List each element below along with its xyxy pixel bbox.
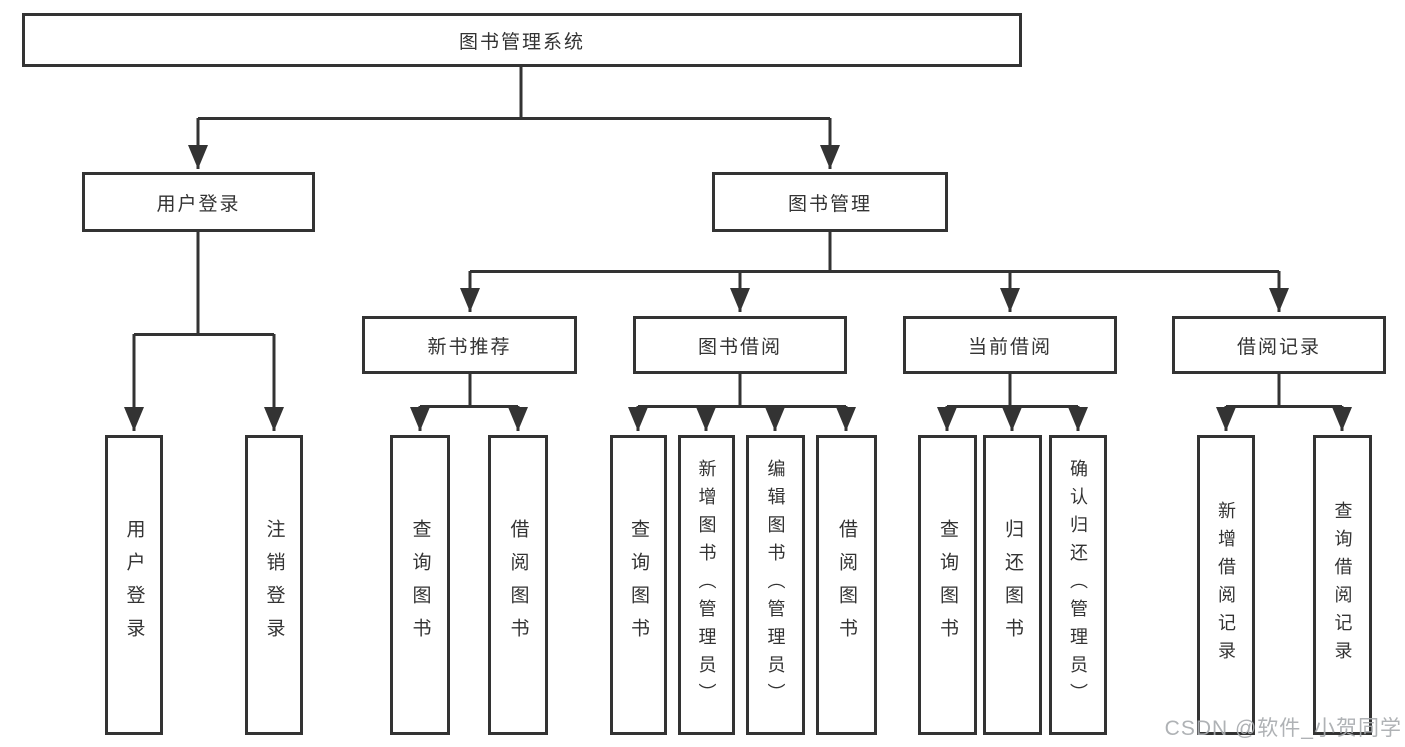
leaf-current-return-books: 归还图书 (983, 435, 1042, 735)
leaf-record-add-borrow-record-label: 新增借阅记录 (1216, 501, 1236, 669)
node-book-borrow: 图书借阅 (633, 316, 847, 374)
leaf-newbook-borrow-books-label: 借阅图书 (507, 519, 529, 651)
leaf-record-add-borrow-record: 新增借阅记录 (1197, 435, 1255, 735)
leaf-user-login: 用户登录 (105, 435, 163, 735)
node-user-login-label: 用户登录 (156, 193, 241, 215)
leaf-current-return-books-label: 归还图书 (1002, 519, 1023, 651)
node-current-borrow: 当前借阅 (903, 316, 1117, 374)
leaf-borrow-add-books-admin: 新增图书（管理员） (678, 435, 735, 735)
leaf-record-query-borrow-record: 查询借阅记录 (1313, 435, 1372, 735)
leaf-current-query-books-label: 查询图书 (937, 519, 958, 651)
leaf-newbook-query-books-label: 查询图书 (409, 519, 431, 651)
node-book-management: 图书管理 (712, 172, 948, 232)
leaf-borrow-edit-books-admin-label: 编辑图书（管理员） (765, 459, 786, 711)
node-current-borrow-label: 当前借阅 (967, 336, 1052, 358)
node-borrow-records-label: 借阅记录 (1236, 336, 1321, 358)
leaf-user-login-label: 用户登录 (123, 519, 145, 651)
leaf-borrow-query-books: 查询图书 (610, 435, 667, 735)
leaf-record-query-borrow-record-label: 查询借阅记录 (1332, 501, 1353, 669)
leaf-logout-login-label: 注销登录 (263, 519, 285, 651)
leaf-newbook-borrow-books: 借阅图书 (488, 435, 548, 735)
leaf-current-confirm-return-admin: 确认归还（管理员） (1049, 435, 1107, 735)
node-new-book-recommend-label: 新书推荐 (427, 336, 512, 358)
node-library-system-label: 图书管理系统 (458, 31, 585, 53)
leaf-current-confirm-return-admin-label: 确认归还（管理员） (1068, 459, 1088, 711)
node-user-login: 用户登录 (82, 172, 315, 232)
leaf-borrow-query-books-label: 查询图书 (628, 519, 649, 651)
node-new-book-recommend: 新书推荐 (362, 316, 577, 374)
node-borrow-records: 借阅记录 (1172, 316, 1386, 374)
node-library-system: 图书管理系统 (22, 13, 1022, 67)
leaf-newbook-query-books: 查询图书 (390, 435, 450, 735)
leaf-current-query-books: 查询图书 (918, 435, 977, 735)
node-book-borrow-label: 图书借阅 (697, 336, 782, 358)
leaf-borrow-add-books-admin-label: 新增图书（管理员） (696, 459, 717, 711)
leaf-borrow-edit-books-admin: 编辑图书（管理员） (746, 435, 805, 735)
leaf-borrow-borrow-books: 借阅图书 (816, 435, 877, 735)
csdn-watermark: CSDN @软件_小贺同学 (1164, 717, 1402, 740)
node-book-management-label: 图书管理 (787, 193, 872, 215)
leaf-logout-login: 注销登录 (245, 435, 303, 735)
leaf-borrow-borrow-books-label: 借阅图书 (836, 519, 857, 651)
